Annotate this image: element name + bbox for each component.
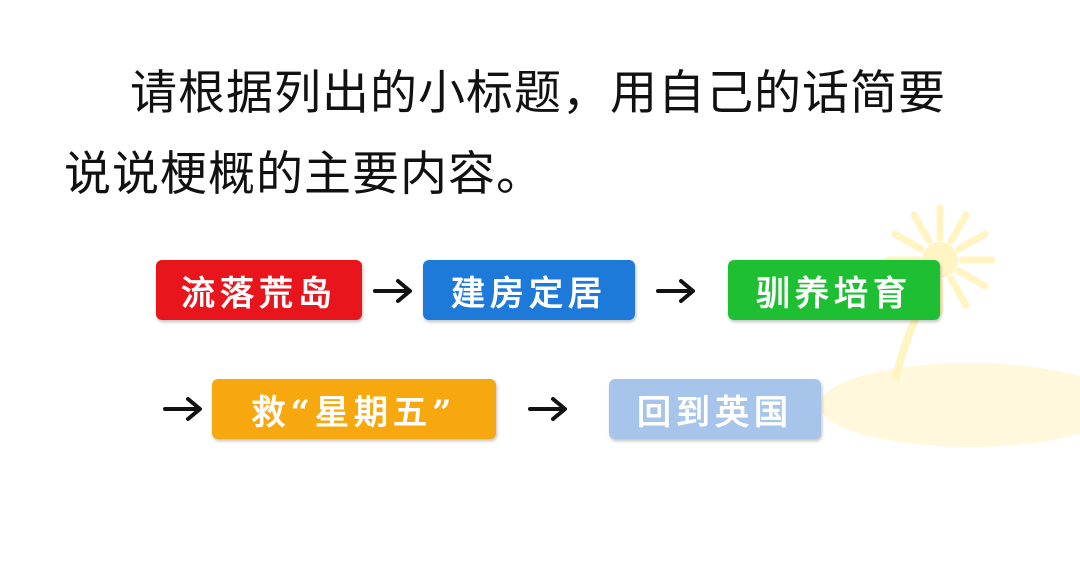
- step-box-3: 驯养培育: [728, 260, 940, 320]
- step-box-1: 流落荒岛: [156, 260, 362, 320]
- step-box-4: 救“星期五”: [212, 379, 496, 439]
- arrow-right-icon: [656, 279, 695, 303]
- sun-ray: [947, 211, 970, 245]
- sun-island-icon: [820, 204, 1080, 447]
- prompt-line-1: 请根据列出的小标题，用自己的话简要: [130, 66, 946, 121]
- sun-ray: [891, 230, 925, 253]
- step-box-5: 回到英国: [609, 379, 821, 439]
- sun-ray: [955, 267, 989, 290]
- arrow-right-icon: [163, 397, 202, 421]
- sun-ray: [955, 230, 989, 253]
- sun-ray: [910, 211, 933, 245]
- sun-ray: [947, 275, 970, 309]
- arrow-right-icon: [528, 397, 567, 421]
- step-box-2: 建房定居: [423, 260, 635, 320]
- prompt-line-2: 说说梗概的主要内容。: [64, 147, 544, 202]
- island-icon: [820, 363, 1080, 447]
- arrow-right-icon: [373, 279, 412, 303]
